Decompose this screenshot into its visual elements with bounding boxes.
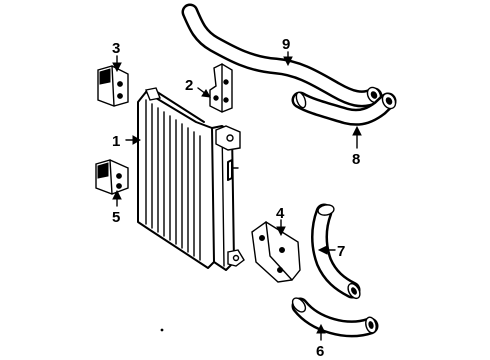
callout-5: 5: [112, 209, 120, 226]
part-5-clip: [95, 159, 129, 195]
part-3-clip: [97, 65, 129, 107]
leader-lines: [112, 51, 362, 341]
callout-6: 6: [316, 343, 324, 360]
part-4-bracket: [251, 221, 301, 283]
callout-labels: 1 2 3 4 5 6 7 8 9: [112, 36, 360, 360]
part-1-oil-cooler: [137, 87, 245, 271]
callout-1: 1: [112, 133, 120, 150]
part-6-hose: [291, 297, 379, 338]
part-8-hose: [291, 91, 397, 126]
stray-dot: [160, 328, 164, 332]
callout-4: 4: [276, 205, 285, 222]
part-7-hose: [311, 203, 361, 300]
callout-8: 8: [352, 151, 360, 168]
callout-9: 9: [282, 36, 290, 53]
callout-7: 7: [337, 243, 345, 260]
part-9-hose: [181, 3, 383, 108]
callout-2: 2: [185, 77, 193, 94]
callout-3: 3: [112, 40, 120, 57]
part-2-bracket: [209, 63, 233, 113]
